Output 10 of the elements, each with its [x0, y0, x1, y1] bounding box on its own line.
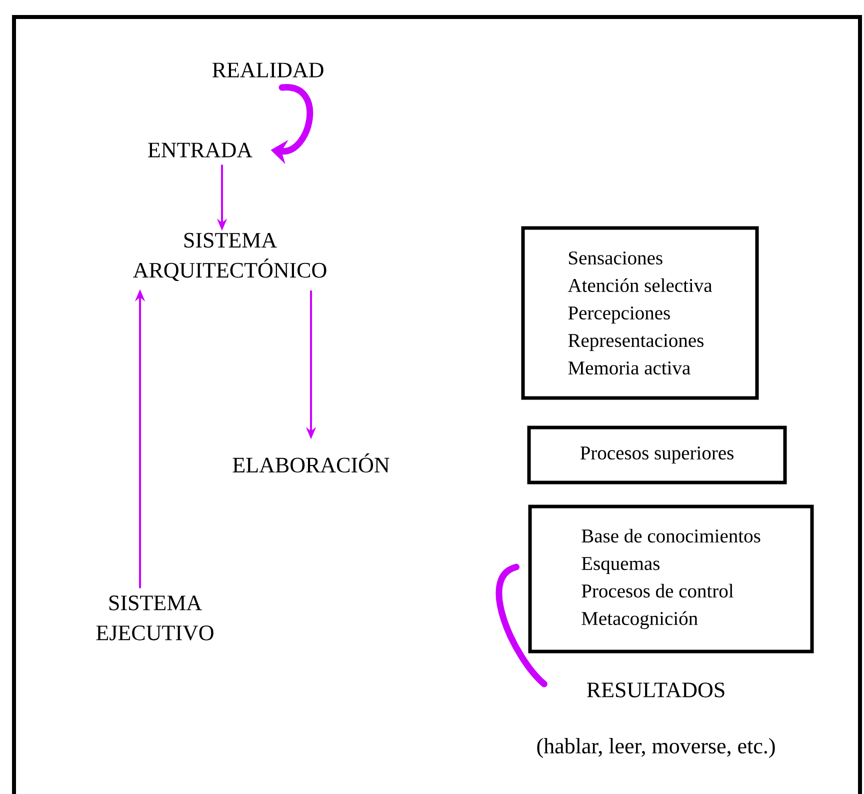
stage-label: ENTRADA — [148, 142, 252, 158]
stage-label: RESULTADOS — [587, 682, 724, 698]
stage-label: REALIDAD — [212, 62, 324, 78]
stage-label: ELABORACIÓN — [232, 453, 390, 473]
text-box: Procesos superiores — [527, 426, 787, 484]
stage-label: SISTEMA ARQUITECTÓNICO — [133, 232, 326, 282]
stage-label: SISTEMA EJECUTIVO — [96, 596, 214, 640]
text-box: Base de conocimientos Esquemas Procesos de control Metacognición — [528, 504, 814, 654]
note: (hablar, leer, moverse, etc.) — [537, 738, 775, 758]
text-box: Sensaciones Atención selectiva Percepciones Representaciones Memoria activa — [521, 226, 759, 400]
